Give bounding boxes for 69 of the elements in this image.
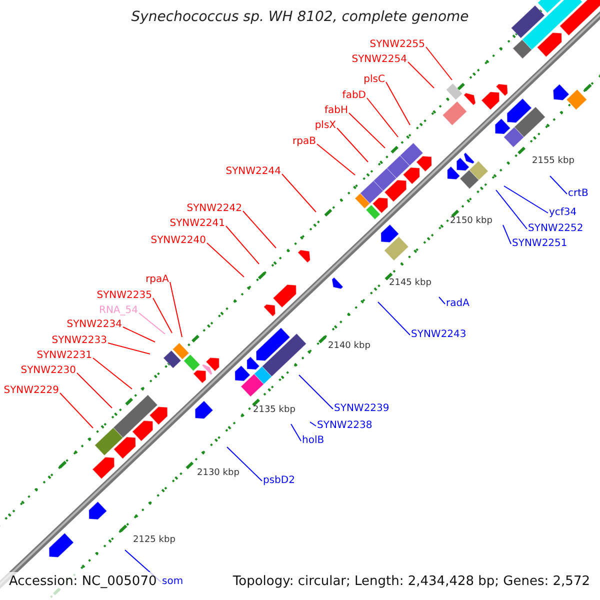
leader-line: [348, 112, 386, 148]
leader-line: [336, 128, 368, 162]
gene-label: plsX: [314, 120, 336, 132]
leader-line: [290, 424, 302, 442]
leader-line: [76, 372, 112, 408]
genome-summary: Topology: circular; Length: 2,434,428 bp; Genes: 2,572: [232, 574, 590, 590]
gene-label: plsC: [364, 74, 385, 86]
scale-label: 2155 kbp: [532, 156, 574, 166]
leader-line: [502, 224, 512, 244]
gene-label: som: [162, 576, 184, 588]
gene-label: psbD2: [263, 475, 295, 487]
leader-line: [138, 312, 166, 334]
gene-label: crtB: [568, 188, 588, 200]
gene-label: SYNW2231: [36, 350, 92, 362]
gene-label: SYNW2255: [370, 39, 425, 51]
scale-label: 2130 kbp: [197, 468, 240, 478]
accession-note: Accession: NC_005070: [9, 574, 157, 590]
leader-line: [226, 226, 260, 264]
leader-line: [366, 98, 398, 138]
gene-label: SYNW2244: [226, 166, 281, 178]
leader-line: [386, 82, 410, 126]
leader-line: [282, 174, 316, 212]
leader-line: [122, 326, 156, 342]
leader-line: [316, 144, 356, 176]
gene-label: SYNW2229: [4, 385, 59, 397]
gene-label: rpaA: [146, 274, 169, 286]
scale-label: 2135 kbp: [253, 404, 296, 416]
leader-line: [408, 62, 434, 88]
gene-label: SYNW2251: [512, 238, 568, 250]
leader-line: [60, 392, 94, 428]
gene-label: SYNW2233: [52, 335, 107, 347]
leader-line: [298, 374, 334, 410]
gene-label: SYNW2240: [150, 235, 206, 247]
scale-label: 2145 kbp: [389, 278, 432, 288]
gene-label: SYNW2243: [411, 329, 466, 341]
gene-label: SYNW2238: [317, 420, 372, 432]
scale-label: 2140 kbp: [328, 340, 370, 352]
leader-line: [310, 422, 316, 426]
leader-line: [108, 342, 150, 354]
leader-line: [92, 358, 132, 390]
leader-line: [170, 282, 182, 338]
leader-line: [504, 186, 548, 214]
leader-line: [378, 302, 410, 336]
gene-label: rpaB: [292, 136, 316, 148]
gene-label: RNA_54: [99, 305, 138, 317]
gene-label: SYNW2241: [170, 218, 225, 230]
gene-label: holB: [302, 435, 324, 447]
gene-label: SYNW2252: [528, 223, 584, 235]
leader-line: [496, 190, 528, 230]
gene-label: SYNW2234: [66, 319, 122, 331]
leader-line: [426, 46, 452, 80]
scale-label: 2125 kbp: [133, 534, 176, 546]
leader-line: [242, 210, 276, 248]
gene-label: SYNW2254: [352, 54, 407, 66]
gene-label: fabH: [324, 105, 348, 117]
gene-label: SYNW2242: [186, 203, 242, 215]
gene-label: fabD: [342, 90, 366, 102]
leader-line: [206, 242, 244, 278]
map-title: Synechococcus sp. WH 8102, complete genome: [130, 8, 470, 26]
leader-line: [550, 176, 568, 194]
leader-line: [152, 298, 172, 334]
gene-label: radA: [446, 298, 470, 310]
gene-label: ycf34: [549, 207, 577, 219]
scale-label: 2150 kbp: [450, 216, 492, 226]
gene-label: SYNW2235: [96, 290, 152, 302]
leader-line: [438, 296, 446, 304]
gene-label: SYNW2239: [334, 403, 390, 415]
gene-label: SYNW2230: [20, 365, 76, 377]
leader-line: [226, 446, 262, 482]
